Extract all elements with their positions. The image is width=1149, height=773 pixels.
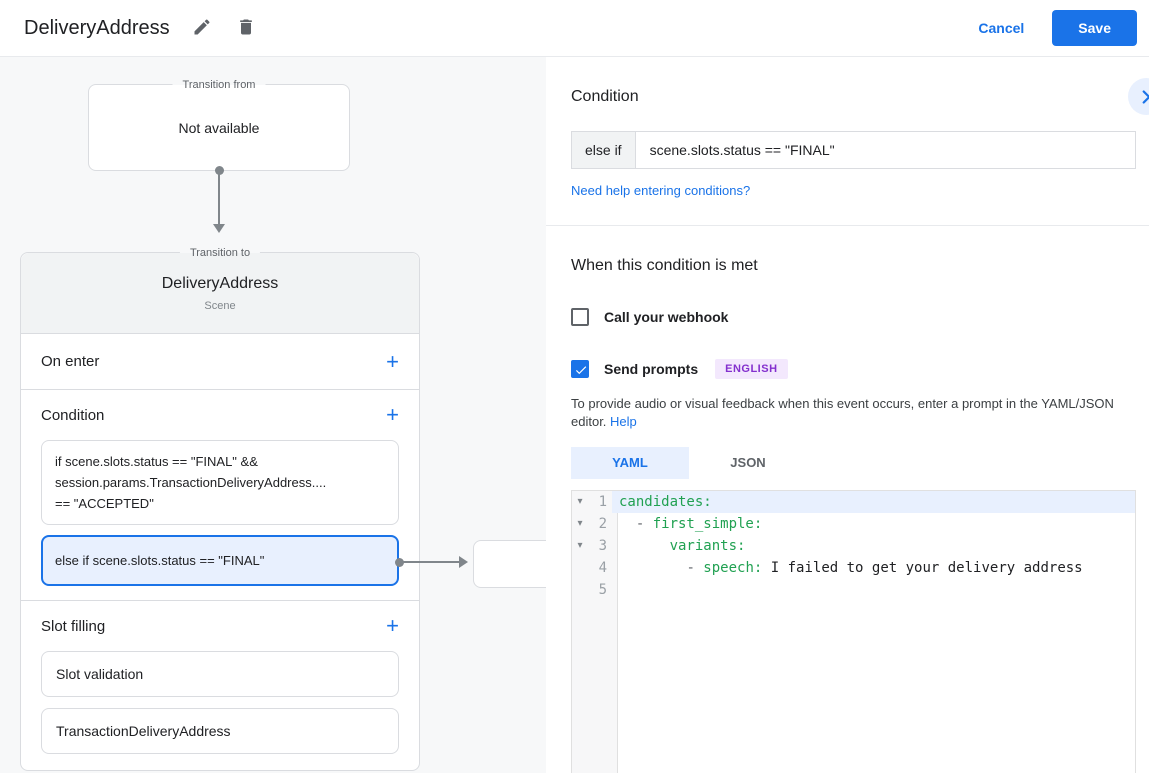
send-prompts-row[interactable]: Send prompts ENGLISH <box>571 359 1136 379</box>
line-number: 2 <box>598 516 607 532</box>
transition-from-box: Transition from Not available <box>88 77 350 171</box>
line-number: 5 <box>598 582 607 598</box>
editor-line[interactable]: ▾ 3 variants: <box>572 535 1135 557</box>
arrow-down-icon <box>213 224 225 233</box>
condition-item-else-if[interactable]: else if scene.slots.status == "FINAL" <box>41 535 399 586</box>
collapse-panel-button[interactable] <box>1128 78 1149 115</box>
connector-line <box>218 171 220 224</box>
editor-line[interactable]: ▾ 1 candidates: <box>572 491 1135 513</box>
scene-name: DeliveryAddress <box>161 275 279 292</box>
trash-icon <box>236 17 256 40</box>
transition-from-content: Not available <box>178 119 260 136</box>
condition-type-prefix: else if <box>571 131 635 169</box>
editor-line[interactable]: ▾ 2 - first_simple: <box>572 513 1135 535</box>
send-prompts-checkbox[interactable] <box>571 360 589 378</box>
slot-filling-section: Slot filling + Slot validation Transacti… <box>21 601 419 773</box>
tab-yaml[interactable]: YAML <box>571 447 689 479</box>
call-webhook-row[interactable]: Call your webhook <box>571 308 1136 326</box>
connector-line <box>403 561 460 563</box>
editor-line[interactable]: 5 <box>572 579 1135 601</box>
condition-expression-input[interactable] <box>634 131 1136 169</box>
pencil-icon <box>192 17 212 40</box>
top-bar: DeliveryAddress Cancel Save <box>0 0 1149 57</box>
code-line: variants: <box>669 538 746 554</box>
condition-section: Condition + if scene.slots.status == "FI… <box>21 390 419 601</box>
scene-card-header[interactable]: DeliveryAddress Scene <box>21 253 419 334</box>
transition-to-card: Transition to DeliveryAddress Scene On e… <box>20 245 420 773</box>
slot-transaction-delivery-item[interactable]: TransactionDeliveryAddress <box>41 708 399 754</box>
delete-scene-button[interactable] <box>234 16 258 40</box>
edit-title-button[interactable] <box>190 16 214 40</box>
fold-arrow-icon[interactable]: ▾ <box>577 540 583 551</box>
fold-arrow-icon[interactable]: ▾ <box>577 518 583 529</box>
slot-filling-label: Slot filling <box>41 617 106 635</box>
scene-diagram-canvas: Transition from Not available Transition… <box>0 57 546 773</box>
when-met-title: When this condition is met <box>571 257 758 274</box>
send-prompts-label: Send prompts <box>604 361 699 377</box>
conditions-help-link[interactable]: Need help entering conditions? <box>571 183 751 198</box>
fold-spacer <box>572 557 588 579</box>
connector-dot <box>215 166 224 175</box>
editor-tabs: YAML JSON <box>571 447 1136 479</box>
line-number: 1 <box>598 494 607 510</box>
condition-detail-panel: Condition else if Need help entering con… <box>546 57 1149 773</box>
connector-dot <box>395 558 404 567</box>
condition-section-label: Condition <box>41 406 105 424</box>
section-divider <box>546 225 1149 226</box>
language-badge: ENGLISH <box>715 359 788 379</box>
prompt-description: To provide audio or visual feedback when… <box>571 396 1114 429</box>
cancel-button[interactable]: Cancel <box>978 20 1025 36</box>
on-enter-label: On enter <box>41 353 100 370</box>
page-title: DeliveryAddress <box>24 16 170 39</box>
add-condition-button[interactable]: + <box>386 402 399 427</box>
transition-target-box[interactable] <box>473 540 546 588</box>
condition-item-if[interactable]: if scene.slots.status == "FINAL" && sess… <box>41 440 399 525</box>
transition-from-label: Transition from <box>172 77 266 93</box>
webhook-checkbox[interactable] <box>571 308 589 326</box>
panel-title: Condition <box>571 88 639 105</box>
code-line <box>612 579 1135 601</box>
add-slot-button[interactable]: + <box>386 613 399 638</box>
arrow-right-icon <box>459 556 468 568</box>
code-line: - first_simple: <box>635 516 763 532</box>
add-on-enter-button[interactable]: + <box>386 348 399 374</box>
line-number: 4 <box>598 560 607 576</box>
fold-arrow-icon[interactable]: ▾ <box>577 496 583 507</box>
transition-to-label: Transition to <box>179 245 261 261</box>
code-line: - speech: I failed to get your delivery … <box>686 560 1083 576</box>
editor-line[interactable]: 4 - speech: I failed to get your deliver… <box>572 557 1135 579</box>
fold-spacer <box>572 579 588 601</box>
slot-validation-item[interactable]: Slot validation <box>41 651 399 697</box>
on-enter-section: On enter + <box>21 334 419 390</box>
webhook-label: Call your webhook <box>604 309 729 325</box>
help-link[interactable]: Help <box>610 414 637 429</box>
code-line: candidates: <box>612 491 1135 513</box>
yaml-editor[interactable]: ▾ 1 candidates: ▾ 2 - first_simple: ▾ 3 varian… <box>571 490 1136 773</box>
scene-type-label: Scene <box>204 300 236 312</box>
line-number: 3 <box>598 538 607 554</box>
condition-expression-row: else if <box>571 131 1136 169</box>
save-button[interactable]: Save <box>1052 10 1137 46</box>
tab-json[interactable]: JSON <box>730 455 766 470</box>
